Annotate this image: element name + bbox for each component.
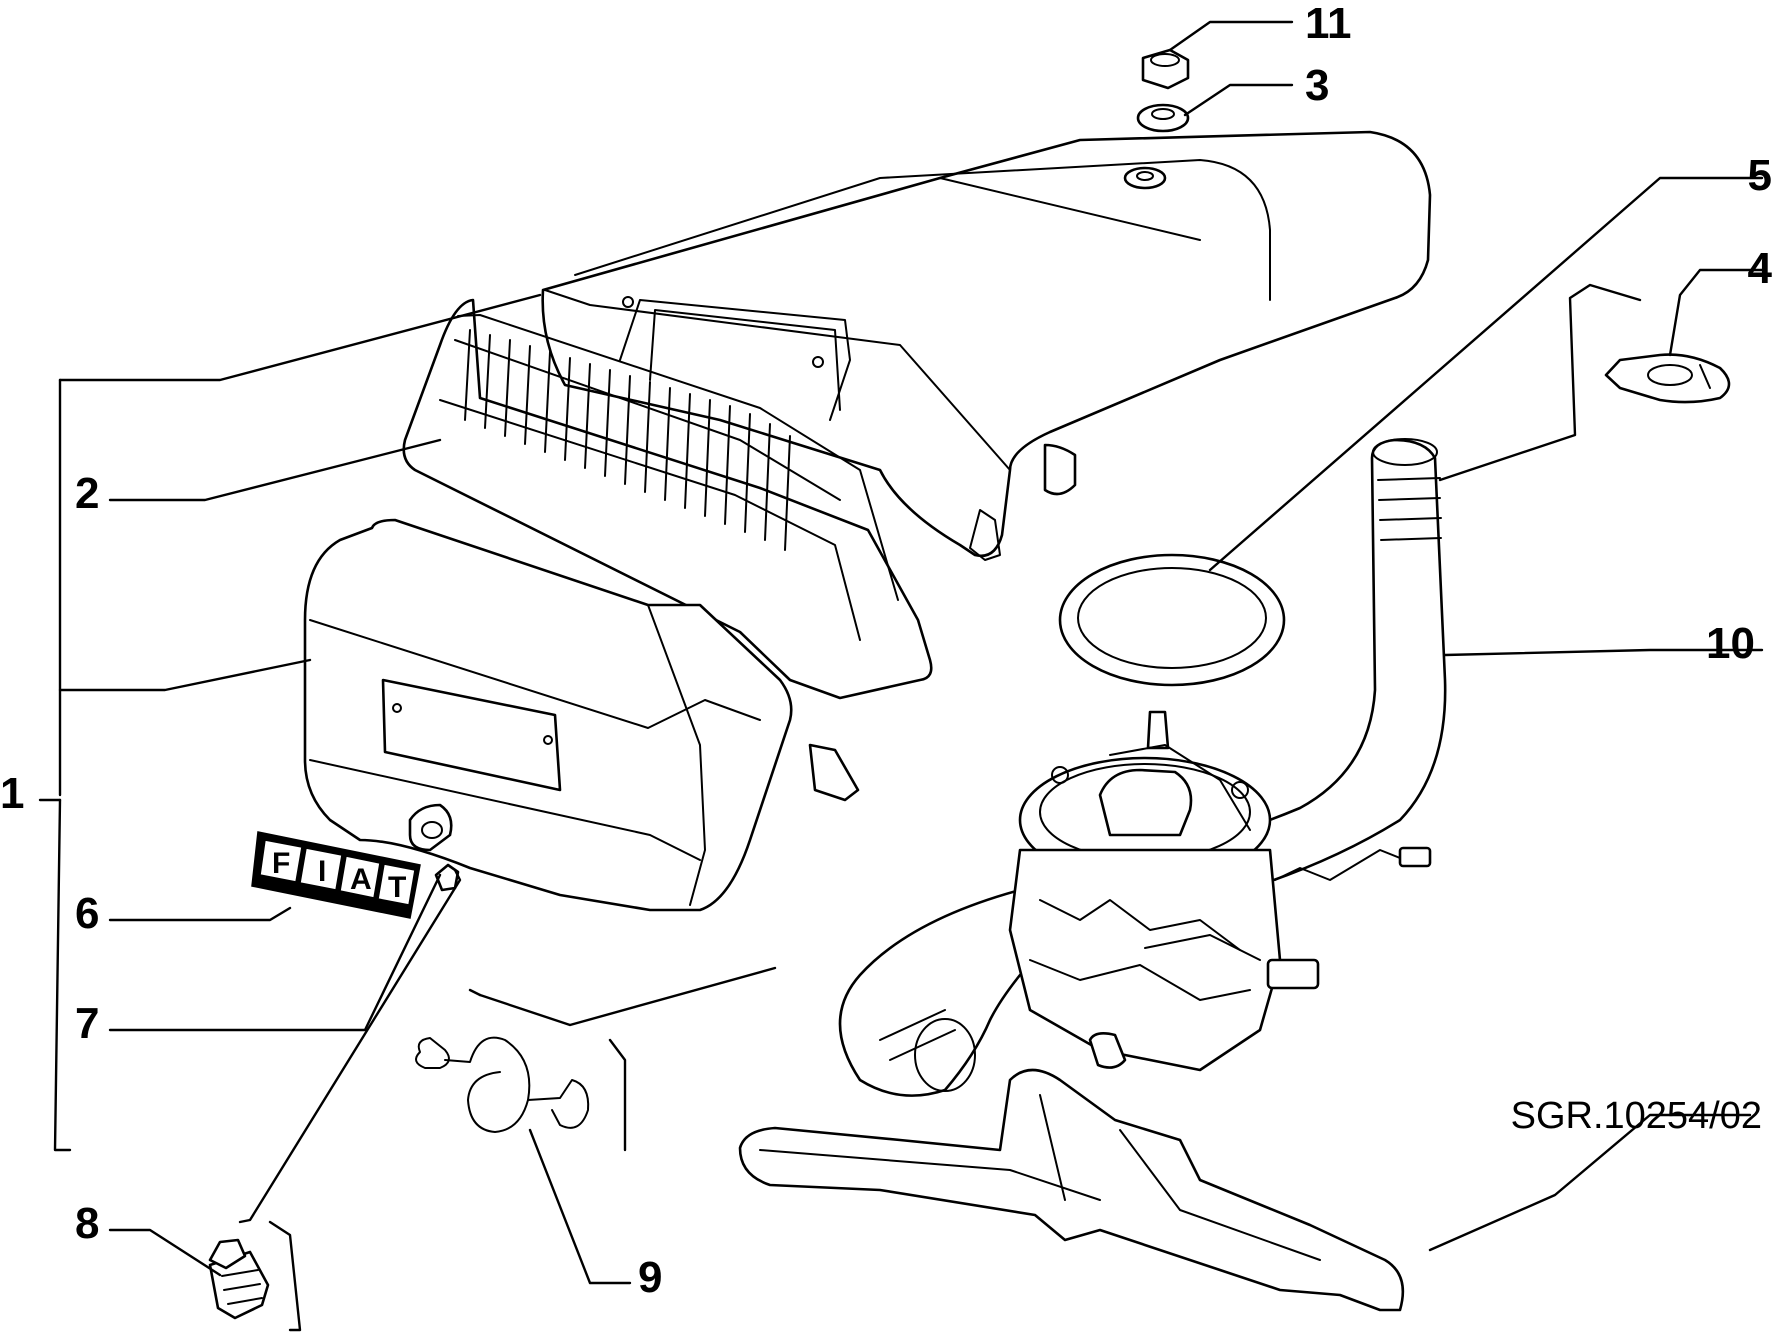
- callout-labels: 11 3 5 4 10 1 2 6 7 8 9 SGR.10254/02: [0, 0, 1773, 1302]
- callout-11: 11: [1305, 0, 1352, 48]
- carburetor: [1008, 710, 1432, 1072]
- air-cleaner-body: [303, 518, 860, 912]
- spring-clip-part-9: [415, 1036, 590, 1133]
- air-duct: [738, 1068, 1405, 1312]
- leader-lines: [38, 20, 1764, 1332]
- callout-1: 1: [0, 769, 24, 818]
- fiat-badge-letter-f: F: [272, 847, 290, 880]
- fiat-badge-part-6: F I A T: [251, 831, 421, 919]
- callout-9: 9: [638, 1253, 662, 1302]
- fitting-part-8: [208, 1238, 270, 1320]
- callout-8: 8: [75, 1199, 99, 1248]
- nut-part-11: [1141, 48, 1190, 90]
- fiat-badge-letter-t: T: [388, 871, 406, 904]
- callout-5: 5: [1748, 151, 1772, 200]
- fiat-badge-letter-i: I: [318, 855, 326, 888]
- callout-4: 4: [1748, 244, 1773, 293]
- seal-ring-part-5: [1058, 553, 1286, 687]
- fiat-badge-letter-a: A: [350, 863, 372, 896]
- callout-10: 10: [1706, 619, 1755, 668]
- callout-3: 3: [1305, 61, 1329, 110]
- air-filter-element: [402, 298, 933, 700]
- screw-part-7: [434, 863, 460, 892]
- washer-part-3: [1136, 103, 1190, 133]
- air-cleaner-cover: [541, 130, 1432, 561]
- callout-7: 7: [75, 999, 99, 1048]
- callout-6: 6: [75, 889, 99, 938]
- drawing-reference-code: SGR.10254/02: [1511, 1095, 1762, 1137]
- hose-clamp-part-4: [1604, 353, 1731, 404]
- callout-2: 2: [75, 469, 99, 518]
